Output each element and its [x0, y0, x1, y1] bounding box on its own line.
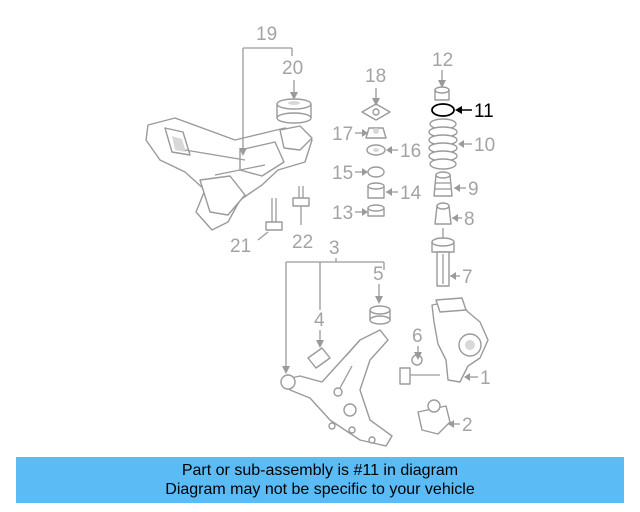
- callout-4: 4: [314, 310, 325, 331]
- mount-bushing-20: [276, 98, 312, 124]
- callout-10: 10: [474, 135, 495, 156]
- callout-21: 21: [230, 236, 251, 257]
- subframe: [145, 117, 313, 231]
- steering-knuckle-1: [431, 297, 489, 383]
- leader-lines: [239, 47, 478, 428]
- ball-joint-2: [417, 399, 451, 435]
- callout-18: 18: [365, 66, 386, 87]
- bushing-5: [369, 305, 391, 325]
- washer-16: [366, 144, 386, 156]
- callout-17: 17: [332, 124, 353, 145]
- callout-22: 22: [292, 232, 313, 253]
- callout-12: 12: [432, 50, 453, 71]
- parts-diagram: 19 20 21 22 18 17 16 15 14 13 12 11 10 9…: [145, 24, 495, 447]
- banner-line-2: Diagram may not be specific to your vehi…: [165, 481, 475, 498]
- cap-12: [434, 86, 450, 101]
- bearing-18: [361, 103, 391, 121]
- callout-2: 2: [462, 415, 473, 436]
- nut-17: [365, 127, 387, 139]
- banner-line-1: Part or sub-assembly is #11 in diagram: [181, 462, 459, 479]
- callout-11: 11: [474, 101, 494, 122]
- callout-9: 9: [468, 179, 479, 200]
- callout-6: 6: [412, 326, 423, 347]
- callout-16: 16: [400, 141, 421, 162]
- washer-13: [367, 204, 385, 217]
- bushing-4: [307, 347, 331, 369]
- callout-14: 14: [400, 183, 422, 204]
- ring-15: [367, 166, 385, 178]
- bushing-14: [367, 182, 385, 199]
- ring-11-highlighted: [431, 103, 455, 117]
- bolt-21: [265, 198, 283, 231]
- callout-20: 20: [282, 58, 303, 79]
- callout-labels: 19 20 21 22 18 17 16 15 14 13 12 11 10 9…: [230, 24, 495, 436]
- bolt-22: [292, 186, 310, 215]
- callout-19: 19: [256, 24, 277, 45]
- bump-stop-9: [433, 171, 453, 197]
- boot-8: [434, 202, 452, 225]
- callout-3: 3: [329, 238, 340, 259]
- info-banner: Part or sub-assembly is #11 in diagram D…: [16, 457, 624, 503]
- callout-1: 1: [480, 368, 491, 389]
- callout-8: 8: [464, 209, 475, 230]
- callout-5: 5: [373, 264, 384, 285]
- strut-7: [431, 228, 455, 287]
- callout-13: 13: [332, 203, 353, 224]
- callout-15: 15: [332, 163, 353, 184]
- coil-spring-10: [428, 118, 458, 170]
- link-6: [399, 354, 440, 385]
- callout-7: 7: [462, 267, 473, 288]
- control-arm-3: [280, 329, 393, 447]
